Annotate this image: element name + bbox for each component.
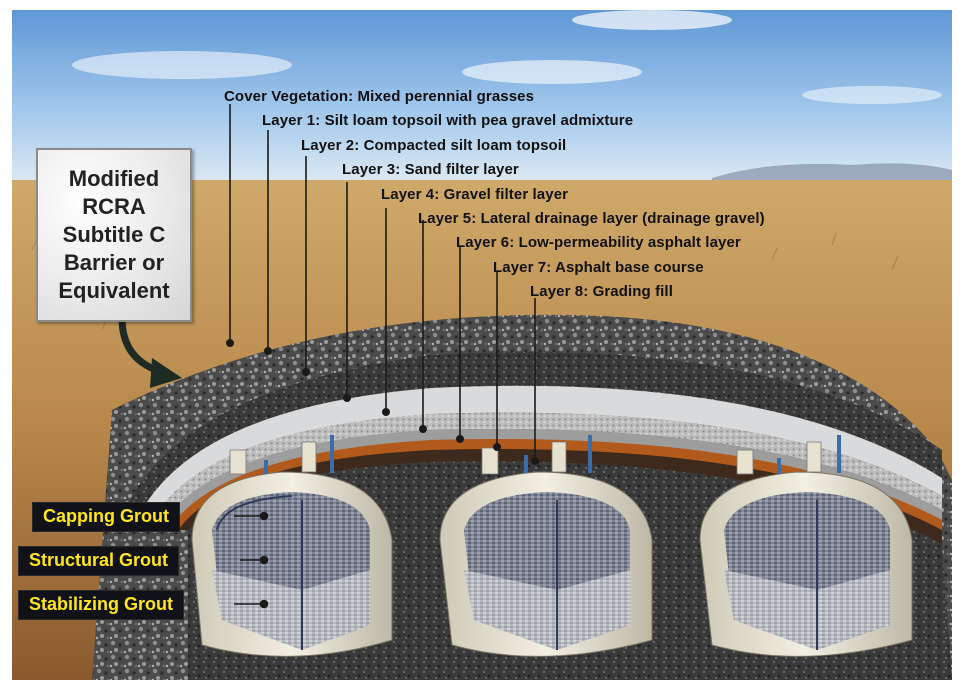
arrow-head-icon — [150, 358, 182, 388]
layer-4-band — [146, 412, 942, 530]
label-layer-2: Layer 2: Compacted silt loam topsoil — [301, 137, 567, 154]
label-layer-4: Layer 4: Gravel filter layer — [381, 186, 569, 203]
leader-dot-layer-6 — [455, 434, 464, 443]
leader-dot-layer-4 — [381, 407, 390, 416]
layer-2-band — [117, 352, 942, 530]
barrier-line-3: Subtitle C — [62, 222, 166, 247]
layer-leader-lines — [226, 104, 539, 465]
label-stabilizing-grout: Stabilizing Grout — [18, 590, 184, 620]
barrier-description-text: Modified RCRA Subtitle C Barrier or Equi… — [54, 165, 173, 305]
barrier-line-4: Barrier or — [63, 250, 165, 275]
label-structural-grout: Structural Grout — [18, 546, 180, 576]
label-layer-3: Layer 3: Sand filter layer — [342, 161, 519, 178]
barrier-line-5: Equivalent — [58, 278, 170, 303]
leader-dot-layer-3 — [342, 393, 351, 402]
leader-dot-layer-8 — [530, 456, 539, 465]
barrier-cross-section-illustration — [12, 10, 952, 680]
label-cover-vegetation: Cover Vegetation: Mixed perennial grasse… — [224, 88, 535, 105]
barrier-description-box: Modified RCRA Subtitle C Barrier or Equi… — [36, 148, 192, 322]
illustration-frame: Modified RCRA Subtitle C Barrier or Equi… — [12, 10, 952, 680]
label-layer-5: Layer 5: Lateral drainage layer (drainag… — [418, 210, 765, 227]
leader-dot-layer-1 — [264, 346, 273, 355]
leader-dot-layer-7 — [492, 442, 501, 451]
label-layer-7: Layer 7: Asphalt base course — [493, 259, 704, 276]
label-layer-6: Layer 6: Low-permeability asphalt layer — [456, 234, 741, 251]
label-capping-grout: Capping Grout — [32, 502, 180, 532]
leader-dot-layer-5 — [418, 424, 427, 433]
vault-right — [699, 435, 913, 657]
vault-middle — [439, 435, 653, 657]
barrier-line-1: Modified — [68, 166, 160, 191]
leader-dot-layer-2 — [301, 367, 310, 376]
leader-dot-cover-vegetation — [226, 338, 235, 347]
label-layer-1: Layer 1: Silt loam topsoil with pea grav… — [262, 112, 634, 129]
label-layer-8: Layer 8: Grading fill — [530, 283, 673, 300]
layer-3-band — [132, 385, 942, 530]
vault-left — [191, 435, 393, 657]
barrier-line-2: RCRA — [82, 194, 146, 219]
grout-leader-lines — [234, 511, 269, 609]
